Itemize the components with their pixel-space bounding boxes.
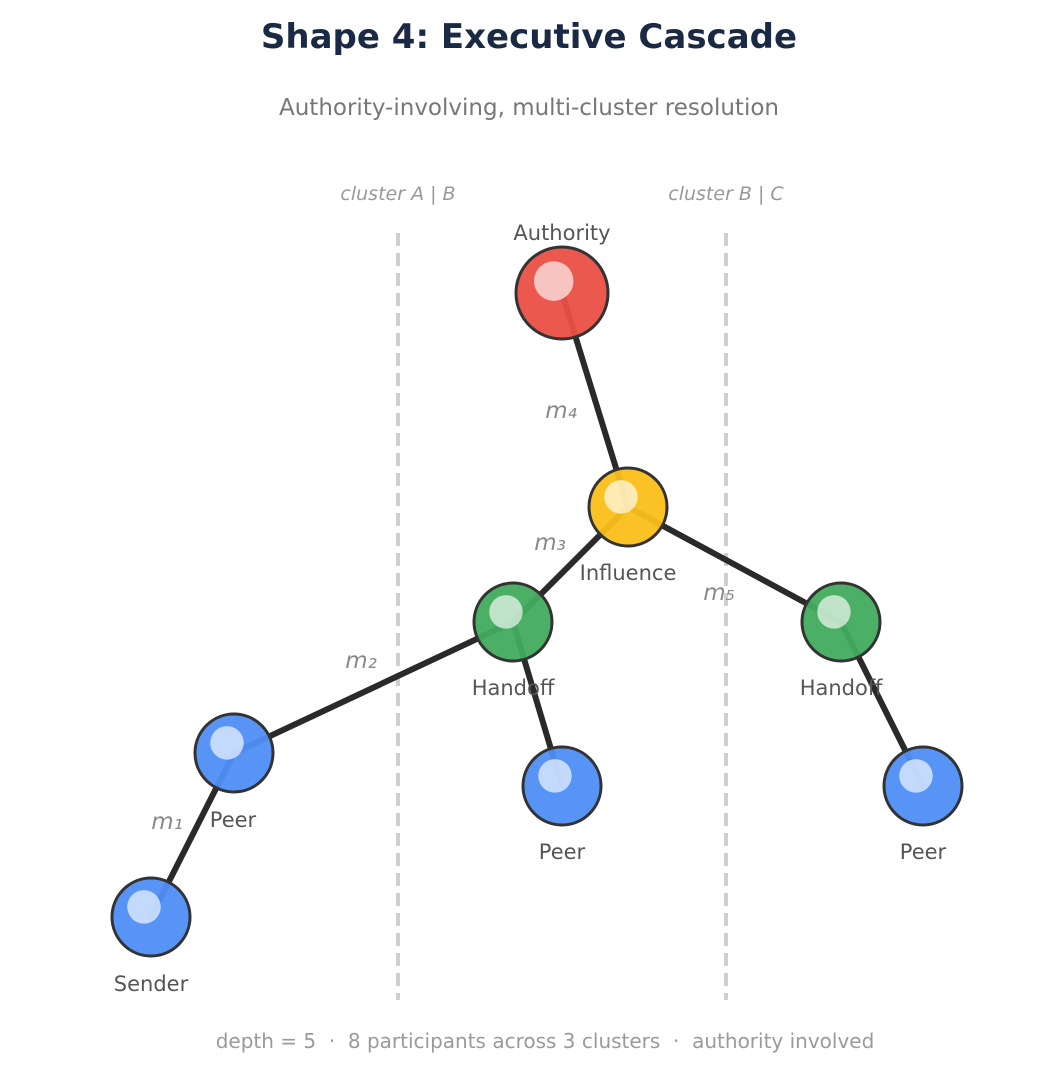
diagram-footer: depth = 5 · 8 participants across 3 clus… xyxy=(216,1029,875,1053)
diagram-subtitle: Authority-involving, multi-cluster resol… xyxy=(279,95,779,121)
node-sender xyxy=(110,876,192,958)
node-label-authority: Authority xyxy=(513,221,610,245)
message-label: m₃ xyxy=(534,530,566,556)
node-highlight xyxy=(210,726,244,760)
node-label-influence: Influence xyxy=(580,561,677,585)
node-highlight xyxy=(533,261,574,301)
node-peer2 xyxy=(521,745,603,827)
node-label-peer2: Peer xyxy=(539,840,586,864)
node-label-peer1: Peer xyxy=(210,808,257,832)
cluster-label-ab: cluster A | B xyxy=(340,183,455,205)
node-label-sender: Sender xyxy=(114,972,189,996)
message-label: m₁ xyxy=(151,809,183,835)
node-handoff1 xyxy=(472,581,554,663)
node-highlight xyxy=(538,759,572,793)
node-peer3 xyxy=(882,745,964,827)
node-highlight xyxy=(899,759,933,793)
node-layer xyxy=(110,245,964,958)
cluster-label-bc: cluster B | C xyxy=(668,183,784,205)
node-handoff2 xyxy=(800,581,882,663)
diagram-title: Shape 4: Executive Cascade xyxy=(261,17,797,57)
message-label: m₅ xyxy=(703,580,735,606)
node-label-handoff2: Handoff xyxy=(800,676,883,700)
node-peer1 xyxy=(193,712,275,794)
node-label-handoff1: Handoff xyxy=(472,676,555,700)
node-authority xyxy=(514,245,610,341)
cluster-dividers: cluster A | B cluster B | C xyxy=(340,183,784,1000)
node-highlight xyxy=(604,480,638,514)
node-highlight xyxy=(817,595,851,629)
node-influence xyxy=(587,466,669,548)
edge-peer1-handoff1 xyxy=(231,619,516,756)
node-highlight xyxy=(127,890,161,924)
node-highlight xyxy=(489,595,523,629)
message-label: m₄ xyxy=(545,398,577,424)
node-label-peer3: Peer xyxy=(900,840,947,864)
message-label: m₂ xyxy=(345,648,377,674)
